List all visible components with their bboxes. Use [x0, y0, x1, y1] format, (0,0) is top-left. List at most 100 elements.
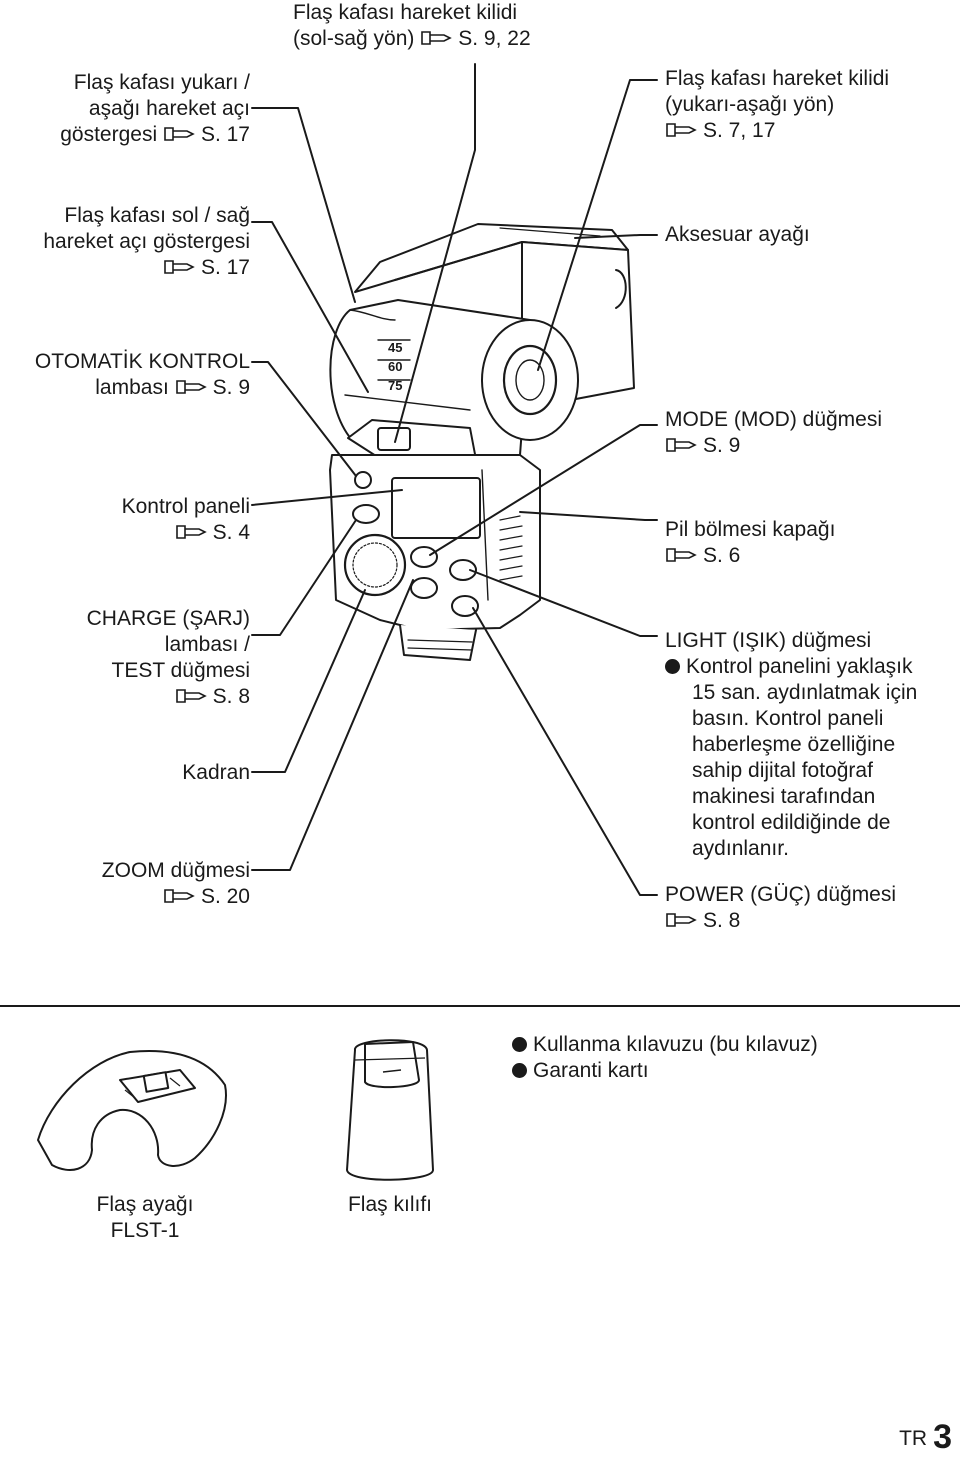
page-ref-icon	[163, 258, 197, 276]
label-line: POWER (GÜÇ) düğmesi	[665, 883, 897, 906]
leader-dial	[251, 589, 366, 773]
language-code: TR	[899, 1427, 928, 1450]
label-line: aydınlanır.	[692, 837, 789, 860]
page-ref: S. 8	[212, 685, 250, 708]
bullet-icon	[512, 1037, 527, 1052]
leader-auto-lamp	[251, 361, 357, 477]
included-items-list: Kullanma kılavuzu (bu kılavuz) Garanti k…	[512, 1032, 818, 1084]
zoom-scale	[377, 339, 411, 381]
bullet-icon	[665, 659, 680, 674]
label-line: aşağı hareket açı	[88, 97, 250, 120]
label-head-lock-lr: Flaş kafası hareket kilidi (sol-sağ yön)…	[293, 0, 531, 52]
leader-charge-lamp	[251, 519, 357, 636]
flash-stand-illustration	[37, 1049, 227, 1171]
label-line: Pil bölmesi kapağı	[665, 518, 836, 541]
page-ref-icon	[175, 523, 209, 541]
label-line: hareket açı göstergesi	[43, 230, 250, 253]
leader-head-lock-lr	[394, 63, 476, 443]
section-divider	[0, 1005, 960, 1007]
list-item: Garanti kartı	[512, 1058, 818, 1084]
leader-updown-indicator	[251, 107, 356, 303]
page-ref: S. 6	[703, 544, 741, 567]
label-ref-line: S. 17	[43, 255, 250, 281]
label-line: Aksesuar ayağı	[665, 223, 810, 246]
label-line: Flaş kafası yukarı /	[73, 71, 250, 94]
leader-control-panel	[251, 489, 403, 506]
label-ref-line: S. 7, 17	[665, 118, 889, 144]
list-item-text: Garanti kartı	[533, 1059, 649, 1082]
label-line: FLST-1	[110, 1219, 180, 1242]
leader-power-button	[472, 607, 658, 896]
label-line: MODE (MOD) düğmesi	[665, 408, 883, 431]
page-ref: S. 17	[200, 256, 250, 279]
page-ref: S. 4	[212, 521, 250, 544]
label-line: Kontrol paneli	[121, 495, 250, 518]
label-line: lambası /	[164, 633, 250, 656]
label-line: 15 san. aydınlatmak için	[692, 681, 918, 704]
label-charge-lamp: CHARGE (ŞARJ) lambası / TEST düğmesi S. …	[87, 606, 250, 710]
page-ref: S. 9	[212, 376, 250, 399]
label-line: göstergesi	[60, 123, 158, 146]
page-ref-icon	[665, 121, 699, 139]
label-zoom-button: ZOOM düğmesi S. 20	[102, 858, 250, 910]
page-number: 3	[933, 1418, 952, 1456]
label-ref-line: S. 8	[87, 684, 250, 710]
label-line: Flaş kafası hareket kilidi	[293, 1, 518, 24]
page-ref-icon	[163, 125, 197, 143]
label-line: ZOOM düğmesi	[101, 859, 250, 882]
flash-case-illustration	[346, 1039, 434, 1181]
label-flash-stand: Flaş ayağı FLST-1	[80, 1192, 210, 1244]
page-ref: S. 17	[200, 123, 250, 146]
battery-cover-grille	[499, 515, 523, 581]
list-item-text: Kullanma kılavuzu (bu kılavuz)	[533, 1033, 818, 1056]
label-line: Kontrol panelini yaklaşık	[686, 655, 913, 678]
label-line: (yukarı-aşağı yön)	[665, 93, 835, 116]
label-line: Flaş ayağı	[96, 1193, 194, 1216]
page-ref: S. 9, 22	[458, 27, 531, 50]
label-line: CHARGE (ŞARJ)	[86, 607, 250, 630]
page-ref: S. 9	[703, 434, 741, 457]
zoom-scale-labels: 45 60 75	[388, 338, 402, 395]
label-accessory-shoe: Aksesuar ayağı	[665, 222, 810, 248]
label-line: makinesi tarafından	[692, 785, 876, 808]
label-line: Flaş kafası sol / sağ	[64, 204, 250, 227]
leader-mode-button	[429, 424, 658, 556]
page-ref-icon	[175, 378, 209, 396]
leader-light-button	[469, 569, 658, 637]
label-mode-button: MODE (MOD) düğmesi S. 9	[665, 407, 882, 459]
label-ref-line: S. 6	[665, 543, 835, 569]
label-line: Kadran	[182, 761, 250, 784]
leader-lr-indicator	[251, 221, 369, 393]
label-line: lambası	[95, 376, 169, 399]
label-ref-line: S. 8	[665, 908, 896, 934]
label-ref-line: S. 4	[122, 520, 250, 546]
page-ref-icon	[175, 687, 209, 705]
label-light-button: LIGHT (IŞIK) düğmesi Kontrol panelini ya…	[665, 628, 917, 862]
label-bullet-line: Kontrol panelini yaklaşık	[665, 654, 917, 680]
label-line: basın. Kontrol paneli	[692, 707, 884, 730]
leader-battery-cover	[519, 511, 658, 521]
leader-accessory-shoe	[574, 234, 658, 239]
label-line-with-ref: göstergesi S. 17	[60, 122, 250, 148]
label-line-with-ref: lambası S. 9	[35, 375, 250, 401]
page-ref-icon	[163, 887, 197, 905]
page-ref-icon	[665, 546, 699, 564]
bullet-icon	[512, 1063, 527, 1078]
label-line: TEST düğmesi	[111, 659, 251, 682]
label-line: Flaş kafası hareket kilidi	[665, 67, 890, 90]
label-line: kontrol edildiğinde de	[692, 811, 891, 834]
label-line: OTOMATİK KONTROL	[34, 350, 250, 373]
label-head-lock-ud: Flaş kafası hareket kilidi (yukarı-aşağı…	[665, 66, 889, 144]
label-flash-case: Flaş kılıfı	[330, 1192, 450, 1218]
label-battery-cover: Pil bölmesi kapağı S. 6	[665, 517, 835, 569]
label-ref-line: S. 9	[665, 433, 882, 459]
page-ref-icon	[665, 436, 699, 454]
label-line: (sol-sağ yön)	[293, 27, 415, 50]
label-line-with-ref: (sol-sağ yön) S. 9, 22	[293, 26, 531, 52]
label-auto-check-lamp: OTOMATİK KONTROL lambası S. 9	[35, 349, 250, 401]
page-ref: S. 8	[703, 909, 741, 932]
page-ref-icon	[420, 29, 454, 47]
label-control-panel: Kontrol paneli S. 4	[122, 494, 250, 546]
list-item: Kullanma kılavuzu (bu kılavuz)	[512, 1032, 818, 1058]
page-ref-icon	[665, 911, 699, 929]
